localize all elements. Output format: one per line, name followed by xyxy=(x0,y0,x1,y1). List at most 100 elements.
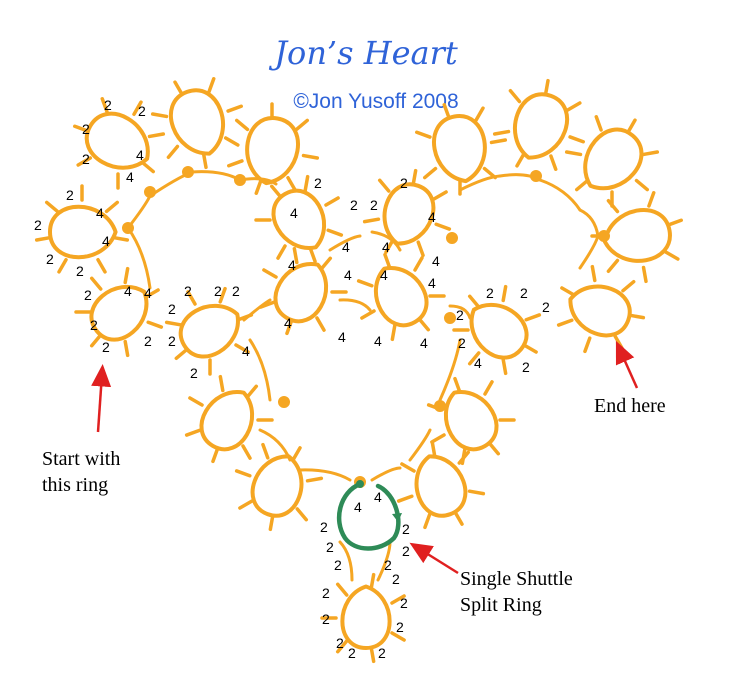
stitch-count-label: 4 xyxy=(338,329,346,345)
stitch-count-label: 2 xyxy=(458,335,466,351)
tatting-chain xyxy=(498,173,542,182)
stitch-count-label: 2 xyxy=(370,197,378,213)
stitch-count-label: 2 xyxy=(320,519,328,535)
chains-group xyxy=(126,170,600,582)
tatting-ring xyxy=(556,264,646,354)
stitch-count-label: 4 xyxy=(382,239,390,255)
tatting-chain xyxy=(370,230,402,252)
stitch-count-label: 4 xyxy=(284,315,292,331)
stitch-count-label: 2 xyxy=(542,299,550,315)
tatting-chain xyxy=(242,298,272,322)
rings-group xyxy=(34,77,683,664)
stitch-count-label: 2 xyxy=(46,251,54,267)
stitch-count-label: 2 xyxy=(402,543,410,559)
stitch-count-label: 2 xyxy=(322,585,330,601)
tatting-ring xyxy=(356,252,446,342)
stitch-count-label: 2 xyxy=(322,611,330,627)
tatting-chain xyxy=(248,338,272,402)
tatting-ring xyxy=(227,102,320,195)
split-label-line1: Single Shuttle xyxy=(460,568,573,590)
stitch-count-label: 2 xyxy=(104,97,112,113)
split-ring-pointer-arrow xyxy=(409,542,459,575)
join-dot xyxy=(444,312,456,324)
tatting-ring xyxy=(74,266,164,358)
tatting-ring xyxy=(184,374,274,464)
stitch-count-label: 2 xyxy=(82,121,90,137)
stitch-count-label: 2 xyxy=(214,283,222,299)
stitch-count-label: 2 xyxy=(334,557,342,573)
start-label-line1: Start with xyxy=(42,448,120,470)
stitch-count-label: 4 xyxy=(126,169,134,185)
tatting-ring xyxy=(492,78,585,171)
stitch-count-label: 2 xyxy=(348,645,356,661)
stitch-count-label: 4 xyxy=(242,343,250,359)
stitch-count-label: 2 xyxy=(84,287,92,303)
stitch-count-label: 2 xyxy=(232,283,240,299)
stitch-count-label: 2 xyxy=(190,365,198,381)
stitch-count-label: 4 xyxy=(354,499,362,515)
split-ring-arrow xyxy=(392,513,402,522)
tatting-chain xyxy=(190,170,242,182)
tatting-chain xyxy=(578,208,600,238)
stitch-count-label: 2 xyxy=(402,521,410,537)
stitch-count-label: 4 xyxy=(342,239,350,255)
tatting-ring xyxy=(34,184,130,274)
tatting-ring xyxy=(396,440,486,530)
stitch-count-label: 2 xyxy=(392,571,400,587)
stitch-count-label: 4 xyxy=(124,283,132,299)
end-label: End here xyxy=(594,395,666,417)
tatting-chain xyxy=(338,298,372,312)
stitch-count-label: 4 xyxy=(290,205,298,221)
copyright-notice: ©Jon Yusoff 2008 xyxy=(293,90,458,113)
stitch-count-label: 2 xyxy=(486,285,494,301)
join-dot xyxy=(446,232,458,244)
stitch-count-label: 2 xyxy=(400,595,408,611)
tatting-ring xyxy=(415,103,508,196)
stitch-count-label: 2 xyxy=(76,263,84,279)
join-dot xyxy=(598,230,610,242)
tatting-chain xyxy=(448,304,472,320)
stitch-count-label: 2 xyxy=(456,307,464,323)
stitch-count-label: 4 xyxy=(380,267,388,283)
stitch-count-label: 4 xyxy=(102,233,110,249)
stitch-count-label: 4 xyxy=(344,267,352,283)
stitch-count-label: 2 xyxy=(520,285,528,301)
split-ring xyxy=(336,481,401,551)
stitch-count-label: 2 xyxy=(336,635,344,651)
stitch-count-label: 2 xyxy=(66,187,74,203)
stitch-count-label: 2 xyxy=(168,301,176,317)
stitch-count-label: 2 xyxy=(314,175,322,191)
stitch-count-label: 4 xyxy=(474,355,482,371)
tatting-chain xyxy=(370,466,402,482)
stitch-count-label: 2 xyxy=(384,557,392,573)
tatting-chain xyxy=(338,540,354,582)
stitch-count-label: 4 xyxy=(374,489,382,505)
tatting-chain xyxy=(408,428,432,462)
stitch-count-label: 4 xyxy=(374,333,382,349)
start-arrow xyxy=(91,364,112,433)
tatting-chain xyxy=(328,234,362,252)
stitch-count-label: 2 xyxy=(82,151,90,167)
tatting-chain xyxy=(126,194,152,230)
tatting-chain xyxy=(126,226,152,290)
end-arrow xyxy=(615,340,639,389)
stitch-count-label: 2 xyxy=(522,359,530,375)
stitch-count-label: 2 xyxy=(144,333,152,349)
tatting-chain xyxy=(238,177,278,186)
stitch-count-label: 2 xyxy=(184,283,192,299)
split-label-line2: Split Ring xyxy=(460,594,542,616)
tatting-ring xyxy=(150,77,243,170)
tatting-ring xyxy=(254,174,344,264)
tatting-ring xyxy=(234,442,324,532)
tatting-chain xyxy=(538,178,582,212)
stitch-count-label: 2 xyxy=(90,317,98,333)
tatting-ring xyxy=(73,97,166,190)
stitch-count-label: 2 xyxy=(102,339,110,355)
stitch-count-label: 4 xyxy=(432,253,440,269)
tatting-chain xyxy=(438,338,462,402)
diagram-title: Jon’s Heart xyxy=(268,34,458,72)
split-ring-start-dot xyxy=(356,480,364,488)
